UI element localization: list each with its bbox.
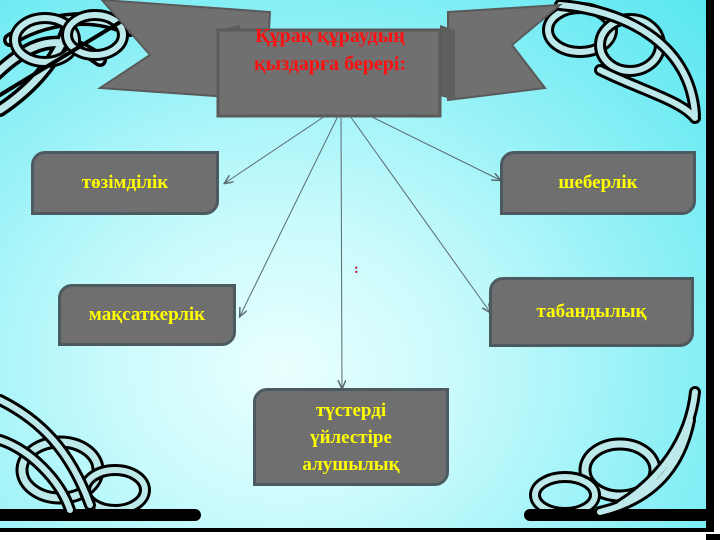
node-label: төзімділік bbox=[81, 172, 169, 193]
node-tozimdilik: төзімділік bbox=[31, 151, 219, 215]
node-label: табандылық bbox=[536, 301, 647, 322]
arrow-to-tusterdi bbox=[341, 115, 342, 388]
connector-arrows bbox=[0, 115, 708, 528]
arrow-to-tozimdilik bbox=[225, 115, 326, 183]
node-label: шеберлік bbox=[558, 172, 638, 193]
title-line-1: Құрақ құраудың bbox=[255, 25, 405, 47]
knot-top-left-icon bbox=[0, 8, 142, 117]
arrow-to-maksatkerlik bbox=[240, 115, 339, 316]
node-label-line-1: түстерді bbox=[315, 399, 387, 421]
title-ribbon-banner bbox=[96, 0, 563, 118]
frame-border-right bbox=[706, 0, 714, 530]
node-maksatkerlik: мақсаткерлік bbox=[58, 284, 236, 346]
node-label: мақсаткерлік bbox=[88, 304, 206, 325]
node-tusterdi-uilestire: түстерді үйлестіре алушылық bbox=[253, 388, 449, 486]
arrow-to-sheberlik bbox=[369, 115, 500, 180]
knot-top-right-icon bbox=[542, 0, 701, 124]
knot-bottom-right-icon bbox=[524, 386, 708, 521]
celtic-knot-ornaments bbox=[0, 0, 708, 521]
center-colon-mark: : bbox=[354, 262, 359, 277]
node-sheberlik: шеберлік bbox=[500, 151, 696, 215]
slide-canvas: Құрақ құраудың қыздарға берері: төзімділ… bbox=[0, 0, 708, 528]
arrow-to-tabandylyk bbox=[349, 115, 490, 312]
node-tabandylyk: табандылық bbox=[489, 277, 694, 347]
knot-bottom-left-icon bbox=[0, 394, 201, 521]
node-label-line-3: алушылық bbox=[302, 453, 400, 475]
frame-border-corner bbox=[706, 534, 720, 540]
title-line-2: қыздарға берері: bbox=[253, 53, 407, 75]
node-label-line-2: үйлестіре bbox=[310, 426, 392, 448]
diagram-title: Құрақ құраудың қыздарға берері: bbox=[220, 22, 440, 78]
frame-border-bottom bbox=[0, 528, 714, 532]
